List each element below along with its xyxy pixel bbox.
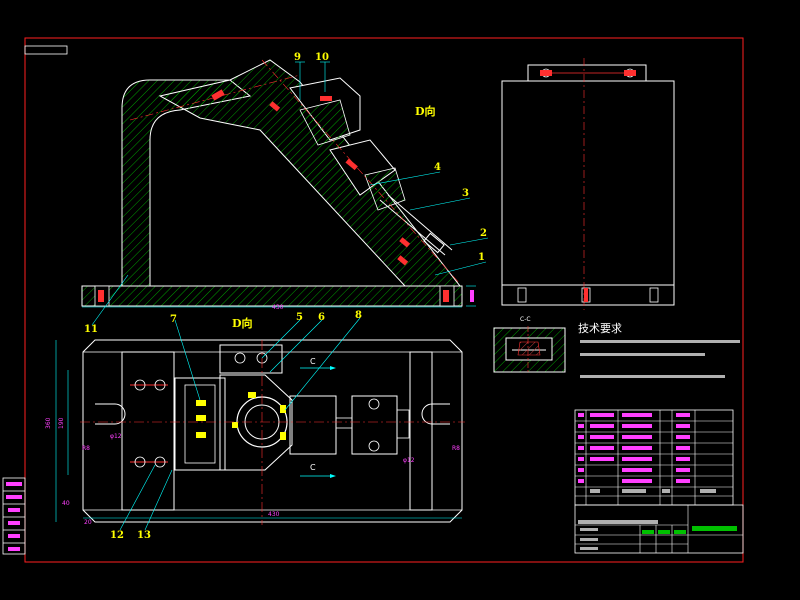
part-label-7: 7 — [170, 314, 177, 325]
plan-view-leaders — [119, 317, 361, 531]
parts-list-table — [574, 409, 734, 506]
part-label-10: 10 — [315, 52, 329, 63]
view-d-arrow-label: D向 — [232, 316, 253, 330]
plan-view: 430 360 190 R8 R8 φ12 φ12 40 20 — [45, 339, 465, 526]
dim-bottom-left: 20 — [84, 519, 92, 526]
part-label-3: 3 — [462, 188, 469, 199]
title-block — [574, 504, 744, 554]
dim-plan-inner-height: 190 — [58, 417, 65, 429]
front-section-view: 430 — [81, 59, 476, 311]
dim-dia-left: φ12 — [110, 433, 122, 440]
cut-c-arrows — [300, 366, 336, 478]
part-label-9: 9 — [294, 52, 301, 63]
dim-plan-height: 360 — [45, 417, 52, 429]
drawing-frame — [24, 37, 744, 563]
dim-corner-left: 40 — [62, 500, 70, 507]
part-label-11: 11 — [84, 324, 98, 335]
part-label-5: 5 — [296, 312, 303, 323]
part-label-8: 8 — [355, 310, 362, 321]
dim-hole-right: R8 — [452, 445, 460, 452]
view-d-label: D向 — [415, 104, 436, 118]
dim-dia-right: φ12 — [403, 457, 415, 464]
dim-hole-left: R8 — [82, 445, 90, 452]
part-label-12: 12 — [110, 530, 124, 541]
technical-requirements: 技术要求 — [578, 322, 740, 378]
part-label-1: 1 — [478, 252, 485, 263]
section-cc-detail: C-C — [493, 316, 566, 374]
part-label-13: 13 — [137, 530, 151, 541]
part-label-4: 4 — [434, 162, 441, 173]
side-view — [501, 58, 675, 310]
cut-c-bottom-label: C — [310, 463, 316, 472]
part-label-6: 6 — [318, 312, 325, 323]
margin-stamp-strip — [2, 477, 26, 555]
section-cc-label: C-C — [520, 316, 531, 323]
dim-top-width: 430 — [272, 304, 284, 311]
dim-plan-width: 430 — [268, 511, 280, 518]
part-label-2: 2 — [480, 228, 487, 239]
front-view-leaders — [91, 61, 489, 326]
tech-req-title: 技术要求 — [578, 322, 622, 335]
cut-c-top-label: C — [310, 357, 316, 366]
